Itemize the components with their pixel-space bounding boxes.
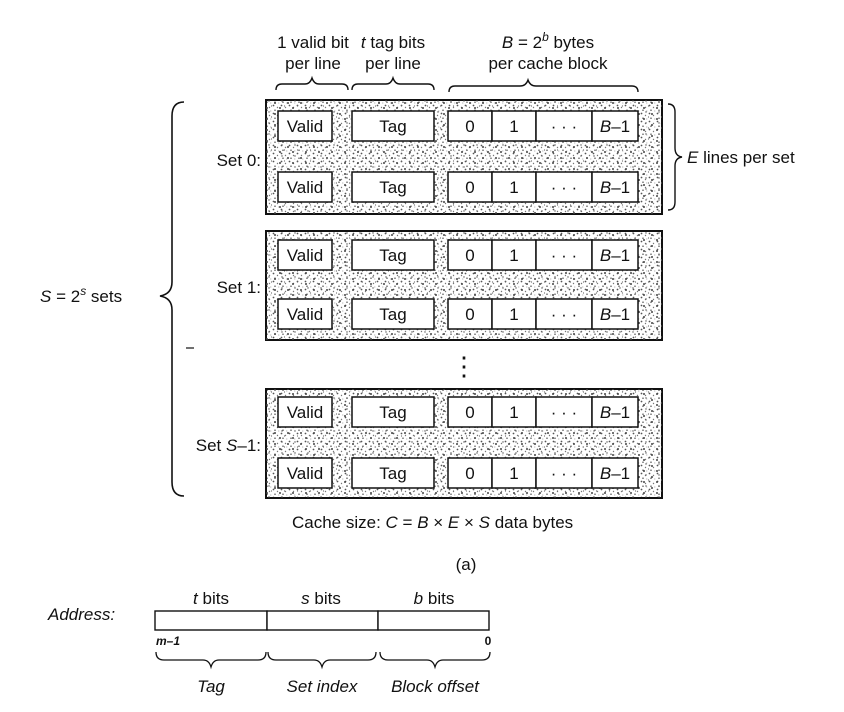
set-s-minus-1: Set S–1: Valid Tag 0 1 · · · B–1 Valid T… xyxy=(196,388,663,499)
cache-line: Valid Tag 0 1 · · · B–1 xyxy=(277,396,639,428)
valid-bit-cell: Valid xyxy=(287,178,324,197)
header-labels: 1 valid bit per line t tag bits per line… xyxy=(277,30,608,73)
set-label-0: Set 0: xyxy=(217,151,261,170)
last-byte-cell: B–1 xyxy=(600,464,630,483)
s-sets-brace: S = 2s sets xyxy=(40,101,194,497)
set-0: Set 0: Valid Tag 0 1 · · · B–1 Valid Tag… xyxy=(217,99,663,215)
valid-bit-label-line1: 1 valid bit xyxy=(277,33,349,52)
tag-field-name: Tag xyxy=(197,677,225,696)
last-byte-cell: B–1 xyxy=(600,403,630,422)
ellipsis-cell: · · · xyxy=(551,178,577,197)
byte-0-cell: 0 xyxy=(465,464,474,483)
vertical-ellipsis: ⋮ xyxy=(451,351,477,381)
valid-bit-cell: Valid xyxy=(287,464,324,483)
block-offset-field-name: Block offset xyxy=(391,677,480,696)
set-label-s-minus-1: Set S–1: xyxy=(196,436,261,455)
block-bits-field-label: b bits xyxy=(414,589,455,608)
byte-1-cell: 1 xyxy=(509,305,518,324)
byte-0-cell: 0 xyxy=(465,178,474,197)
tag-cell: Tag xyxy=(379,246,406,265)
address-tag-field xyxy=(154,610,268,631)
block-size-label-line1: B = 2b bytes xyxy=(502,30,594,52)
byte-1-cell: 1 xyxy=(509,246,518,265)
byte-1-cell: 1 xyxy=(509,117,518,136)
cache-line: Valid Tag 0 1 · · · B–1 xyxy=(277,110,639,142)
set-index-field-name: Set index xyxy=(287,677,358,696)
cache-line: Valid Tag 0 1 · · · B–1 xyxy=(277,171,639,203)
last-byte-cell: B–1 xyxy=(600,246,630,265)
cache-line: Valid Tag 0 1 · · · B–1 xyxy=(277,457,639,489)
valid-bit-cell: Valid xyxy=(287,117,324,136)
figure-caption-a: (a) xyxy=(456,555,477,574)
address-label: Address: xyxy=(47,605,115,624)
ellipsis-cell: · · · xyxy=(551,403,577,422)
ellipsis-cell: · · · xyxy=(551,246,577,265)
tag-cell: Tag xyxy=(379,403,406,422)
cache-line: Valid Tag 0 1 · · · B–1 xyxy=(277,239,639,271)
address-block-offset-field xyxy=(377,610,490,631)
ellipsis-cell: · · · xyxy=(551,117,577,136)
tag-cell: Tag xyxy=(379,178,406,197)
address-format: Address: t bits s bits b bits m–1 0 Tag … xyxy=(47,589,492,696)
byte-0-cell: 0 xyxy=(465,117,474,136)
byte-0-cell: 0 xyxy=(465,403,474,422)
valid-bit-cell: Valid xyxy=(287,403,324,422)
tag-bits-label-line2: per line xyxy=(365,54,421,73)
last-byte-cell: B–1 xyxy=(600,178,630,197)
cache-size-formula: Cache size: C = B × E × S data bytes xyxy=(292,513,573,532)
last-byte-cell: B–1 xyxy=(600,305,630,324)
byte-1-cell: 1 xyxy=(509,464,518,483)
cache-line: Valid Tag 0 1 · · · B–1 xyxy=(277,298,639,330)
byte-0-cell: 0 xyxy=(465,246,474,265)
byte-1-cell: 1 xyxy=(509,403,518,422)
valid-bit-cell: Valid xyxy=(287,246,324,265)
tag-cell: Tag xyxy=(379,305,406,324)
tag-bits-field-label: t bits xyxy=(193,589,229,608)
ellipsis-cell: · · · xyxy=(551,305,577,324)
byte-0-cell: 0 xyxy=(465,305,474,324)
tag-bits-label-line1: t tag bits xyxy=(361,33,425,52)
byte-1-cell: 1 xyxy=(509,178,518,197)
set-bits-field-label: s bits xyxy=(301,589,341,608)
msb-index-label: m–1 xyxy=(156,634,180,648)
s-sets-label: S = 2s sets xyxy=(40,284,122,306)
tag-cell: Tag xyxy=(379,464,406,483)
e-lines-per-set-label: E lines per set xyxy=(687,148,795,167)
ellipsis-cell: · · · xyxy=(551,464,577,483)
set-1: Set 1: Valid Tag 0 1 · · · B–1 Valid Tag… xyxy=(217,230,663,341)
last-byte-cell: B–1 xyxy=(600,117,630,136)
valid-bit-label-line2: per line xyxy=(285,54,341,73)
header-braces xyxy=(275,75,639,93)
block-size-label-line2: per cache block xyxy=(488,54,608,73)
tag-cell: Tag xyxy=(379,117,406,136)
valid-bit-cell: Valid xyxy=(287,305,324,324)
e-lines-brace: E lines per set xyxy=(667,103,795,211)
set-label-1: Set 1: xyxy=(217,278,261,297)
lsb-index-label: 0 xyxy=(485,634,492,648)
address-set-index-field xyxy=(266,610,379,631)
